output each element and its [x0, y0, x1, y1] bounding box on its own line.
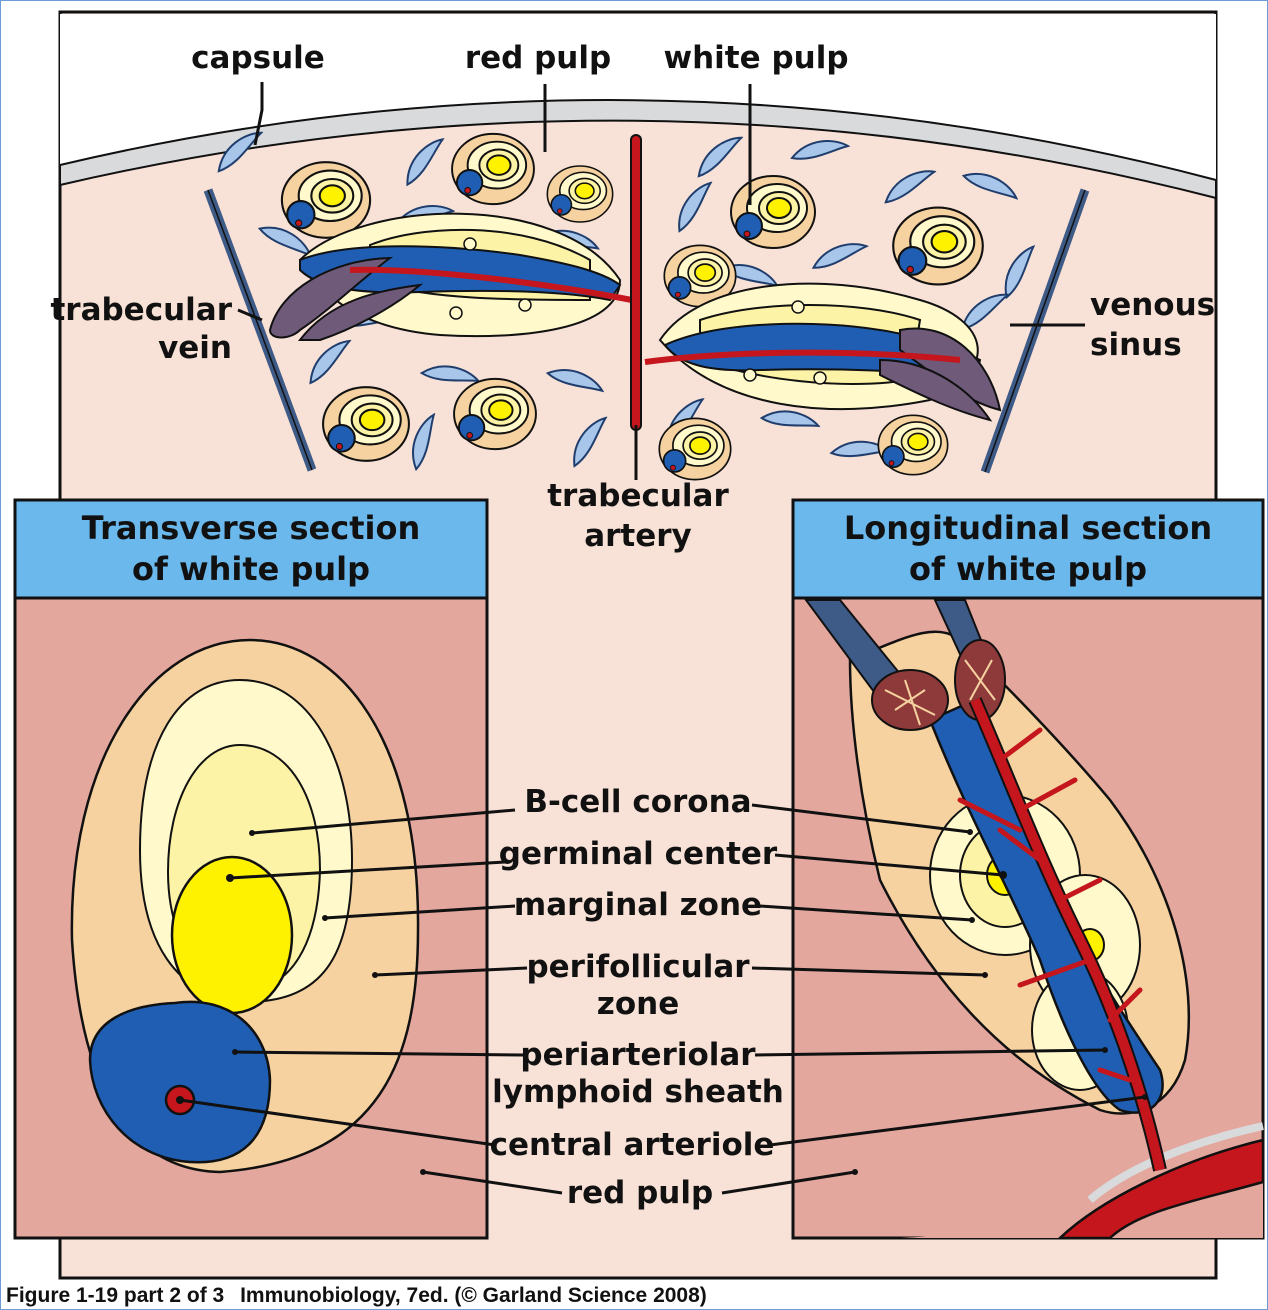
label-trabecular-vein-2: vein — [158, 330, 232, 366]
label-central-arteriole: central arteriole — [490, 1127, 775, 1163]
label-red-pulp-top: red pulp — [465, 40, 611, 76]
label-perifollicular-2: zone — [597, 986, 679, 1022]
label-red-pulp-bottom: red pulp — [567, 1175, 713, 1211]
label-germinal-center: germinal center — [499, 836, 778, 872]
label-trabecular-artery-2: artery — [584, 518, 692, 554]
longitudinal-panel — [793, 500, 1263, 1238]
transverse-title-1: Transverse section — [82, 509, 421, 547]
caption-source: Immunobiology, 7ed. (© Garland Science 2… — [240, 1284, 707, 1307]
label-trabecular-vein-1: trabecular — [50, 292, 232, 328]
figure-caption: Figure 1-19 part 2 of 3 Immunobiology, 7… — [6, 1284, 707, 1307]
label-trabecular-artery-1: trabecular — [547, 478, 729, 514]
label-white-pulp-top: white pulp — [663, 40, 848, 76]
longitudinal-title-2: of white pulp — [909, 550, 1147, 588]
label-pals-1: periarteriolar — [520, 1037, 756, 1073]
label-capsule: capsule — [191, 40, 325, 76]
label-venous-sinus-2: sinus — [1090, 327, 1182, 363]
transverse-panel — [15, 500, 487, 1238]
transverse-title-2: of white pulp — [132, 550, 370, 588]
caption-figure: Figure 1-19 part 2 of 3 — [6, 1284, 224, 1307]
label-venous-sinus-1: venous — [1090, 287, 1215, 323]
label-b-cell-corona: B-cell corona — [524, 784, 751, 820]
label-marginal-zone: marginal zone — [514, 887, 762, 923]
label-pals-2: lymphoid sheath — [492, 1074, 784, 1110]
label-perifollicular-1: perifollicular — [526, 949, 750, 985]
longitudinal-title-1: Longitudinal section — [844, 509, 1212, 547]
